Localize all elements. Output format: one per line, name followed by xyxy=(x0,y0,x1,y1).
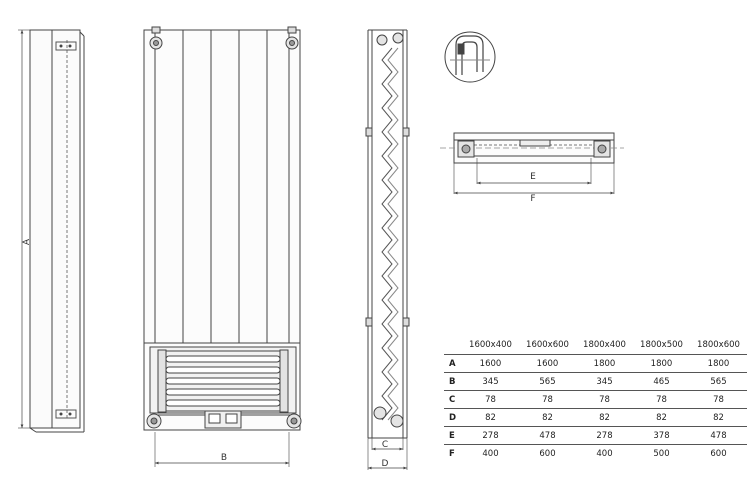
table-column-header: 1600x600 xyxy=(526,340,569,350)
table-corner xyxy=(444,340,462,355)
dim-label-a: A xyxy=(22,238,32,245)
table-cell: 78 xyxy=(633,390,690,409)
row-label: D xyxy=(444,408,462,427)
row-label: A xyxy=(444,354,462,373)
dimension-table: 1600x400 1600x600 1800x400 1800x500 1800… xyxy=(444,340,747,462)
table-cell: 400 xyxy=(462,444,519,462)
table-cell: 1800 xyxy=(633,354,690,373)
table-cell: 278 xyxy=(462,426,519,445)
table-cell: 565 xyxy=(519,372,576,391)
table-row: C 78 78 78 78 78 xyxy=(444,390,747,409)
table-cell: 500 xyxy=(633,444,690,462)
dim-label-d: D xyxy=(382,459,389,469)
side-view xyxy=(18,29,85,433)
table-row: B 345 565 345 465 565 xyxy=(444,372,747,391)
table-row: A 1600 1600 1800 1800 1800 xyxy=(444,354,747,373)
table-column-header: 1600x400 xyxy=(469,340,512,350)
section-view xyxy=(365,29,410,470)
table-cell: 82 xyxy=(462,408,519,427)
table-cell: 1600 xyxy=(519,354,576,373)
row-label: B xyxy=(444,372,462,391)
row-label: C xyxy=(444,390,462,409)
table-cell: 378 xyxy=(633,426,690,445)
table-cell: 478 xyxy=(690,426,747,445)
table-column-header: 1800x400 xyxy=(583,340,626,350)
table-cell: 1800 xyxy=(690,354,747,373)
table-cell: 78 xyxy=(576,390,633,409)
table-cell: 1600 xyxy=(462,354,519,373)
dim-label-f: F xyxy=(530,194,535,204)
table-row: E 278 478 278 378 478 xyxy=(444,426,747,445)
table-cell: 400 xyxy=(576,444,633,462)
detail-circle xyxy=(444,31,496,83)
table-cell: 478 xyxy=(519,426,576,445)
table-row: F 400 600 400 500 600 xyxy=(444,444,747,462)
table-cell: 78 xyxy=(462,390,519,409)
table-cell: 278 xyxy=(576,426,633,445)
table-cell: 1800 xyxy=(576,354,633,373)
table-column-header: 1800x600 xyxy=(697,340,740,350)
table-header-row: 1600x400 1600x600 1800x400 1800x500 1800… xyxy=(444,340,747,355)
table-cell: 600 xyxy=(690,444,747,462)
table-cell: 600 xyxy=(519,444,576,462)
row-label: F xyxy=(444,444,462,462)
table-cell: 82 xyxy=(576,408,633,427)
table-cell: 78 xyxy=(690,390,747,409)
table-cell: 565 xyxy=(690,372,747,391)
table-cell: 82 xyxy=(690,408,747,427)
table-cell: 82 xyxy=(519,408,576,427)
dim-label-e: E xyxy=(530,172,536,182)
table-cell: 82 xyxy=(633,408,690,427)
table-cell: 465 xyxy=(633,372,690,391)
front-view xyxy=(143,26,302,467)
table-row: D 82 82 82 82 82 xyxy=(444,408,747,427)
table-column-header: 1800x500 xyxy=(640,340,683,350)
table-cell: 345 xyxy=(462,372,519,391)
dim-label-b: B xyxy=(221,453,227,463)
table-cell: 78 xyxy=(519,390,576,409)
table-cell: 345 xyxy=(576,372,633,391)
dim-label-c: C xyxy=(382,440,388,450)
top-view xyxy=(440,132,624,195)
row-label: E xyxy=(444,426,462,445)
